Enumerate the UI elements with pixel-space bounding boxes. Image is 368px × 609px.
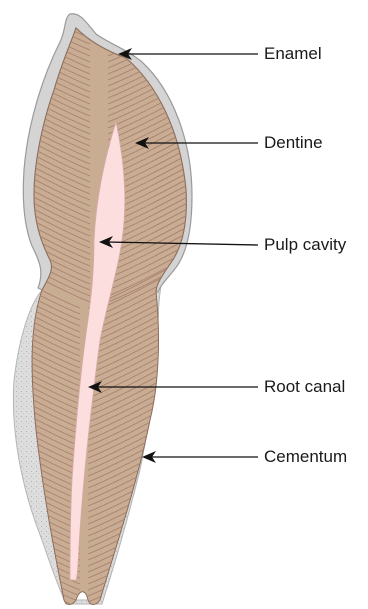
pulp-cavity-label: Pulp cavity (264, 236, 346, 253)
dentine-tubule-line (108, 0, 208, 32)
dentine-tubule-line (108, 0, 208, 50)
dentine-label: Dentine (264, 134, 323, 151)
enamel-pointer (118, 48, 258, 60)
enamel-label: Enamel (264, 45, 322, 62)
root-canal-label: Root canal (264, 378, 345, 395)
dentine-tubule-line (108, 0, 208, 38)
dentine-tubule-line (108, 0, 208, 26)
dentine-tubule-line (108, 0, 208, 44)
dentine-tubule-line (108, 6, 208, 56)
cementum-pointer (142, 451, 258, 463)
cementum-label: Cementum (264, 448, 347, 465)
